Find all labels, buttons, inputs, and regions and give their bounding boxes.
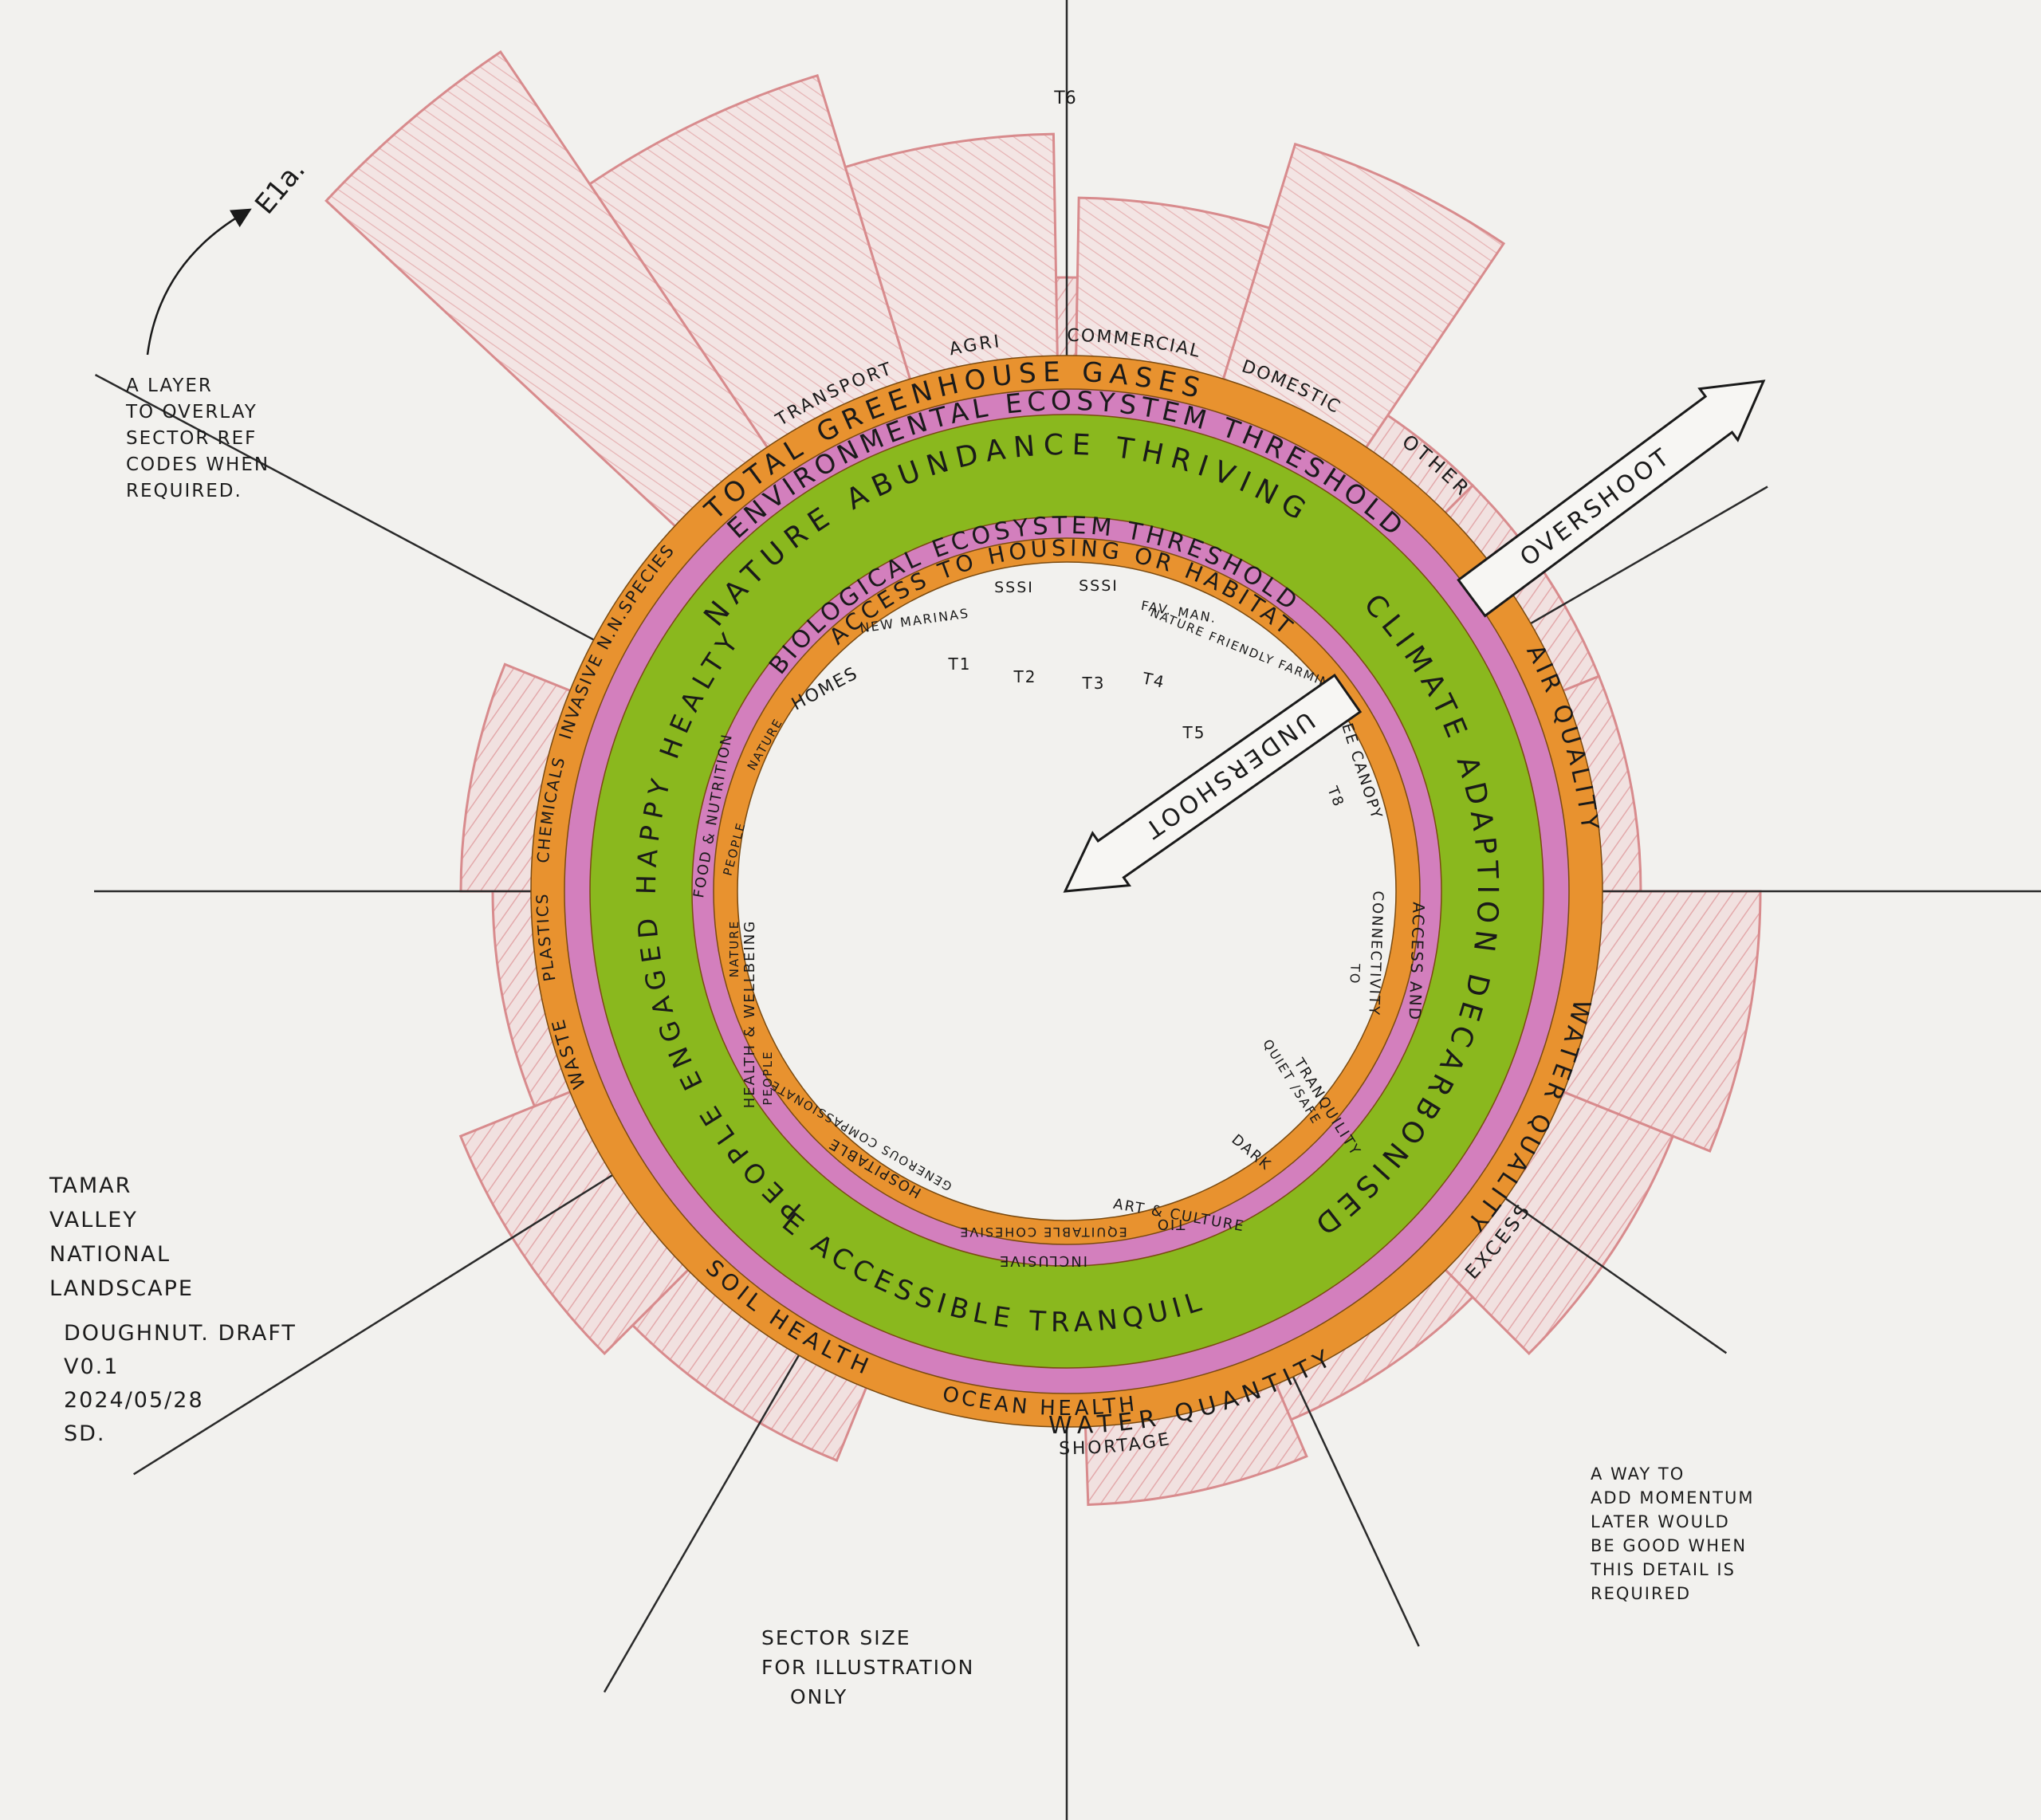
inner-label-nature-1: NATURE (727, 920, 741, 977)
sector-size-line: SECTOR SIZE (761, 1626, 911, 1649)
inner-label-sssi-2: SSSI (1079, 577, 1119, 595)
inner-label-people-1: PEOPLE (761, 1050, 775, 1105)
title-note: TAMAR VALLEY NATIONAL LANDSCAPE (49, 1169, 194, 1306)
title-line: VALLEY (49, 1208, 138, 1232)
inner-label-t1: T1 (948, 654, 972, 674)
title-line: NATIONAL (49, 1242, 171, 1267)
layer-note-line: A LAYER (126, 375, 213, 396)
inner-label-equitable: EQUITABLE COHESIVE (958, 1224, 1127, 1240)
layer-note-line: REQUIRED. (126, 481, 242, 501)
undershoot-arrow-shape (1063, 673, 1363, 893)
inner-label-health-wellbeing: HEALTH & WELLBEING (741, 920, 758, 1108)
version-line: V0.1 (64, 1354, 120, 1379)
sector-size-note: SECTOR SIZE FOR ILLUSTRATION ONLY (761, 1623, 974, 1712)
momentum-line: REQUIRED (1591, 1584, 1691, 1603)
sector-size-line: ONLY (790, 1685, 848, 1708)
inner-label-to: TO (1347, 963, 1363, 985)
inner-label-access-and: ACCESS AND (1405, 902, 1428, 1021)
inner-label-sssi-1: SSSI (994, 579, 1034, 596)
t6-label: T6 (1053, 88, 1076, 108)
version-note: DOUGHNUT. DRAFT V0.1 2024/05/28 SD. (64, 1317, 297, 1451)
layer-note-line: CODES WHEN (126, 454, 270, 475)
sector-size-line: FOR ILLUSTRATION (761, 1656, 975, 1679)
layer-note-line: TO OVERLAY (126, 402, 258, 423)
momentum-line: LATER WOULD (1591, 1512, 1730, 1531)
version-line: DOUGHNUT. DRAFT (64, 1321, 297, 1346)
figure-ref-label: E1a. (249, 154, 312, 220)
momentum-line: A WAY TO (1591, 1464, 1685, 1484)
layer-note: A LAYER TO OVERLAY SECTOR REF CODES WHEN… (126, 373, 269, 505)
momentum-line: BE GOOD WHEN (1591, 1536, 1748, 1555)
momentum-note: A WAY TO ADD MOMENTUM LATER WOULD BE GOO… (1591, 1462, 1754, 1606)
title-line: LANDSCAPE (49, 1276, 194, 1301)
inner-label-t3: T3 (1082, 674, 1106, 693)
title-line: TAMAR (49, 1173, 132, 1198)
inner-label-t5: T5 (1182, 723, 1206, 742)
inner-label-tio: TIO (1156, 1216, 1186, 1232)
figure-ref-arrow (146, 208, 252, 356)
version-line: SD. (64, 1421, 106, 1446)
inner-label-t2: T2 (1013, 667, 1037, 686)
overshoot-arrow: OVERSHOOT (1457, 379, 1766, 618)
version-line: 2024/05/28 (64, 1388, 204, 1413)
inner-label-inclusive: INCLUSIVE (998, 1252, 1087, 1269)
momentum-line: THIS DETAIL IS (1591, 1560, 1736, 1579)
layer-note-line: SECTOR REF (126, 428, 258, 449)
overshoot-arrow-shape (1457, 379, 1766, 618)
momentum-line: ADD MOMENTUM (1591, 1488, 1755, 1507)
